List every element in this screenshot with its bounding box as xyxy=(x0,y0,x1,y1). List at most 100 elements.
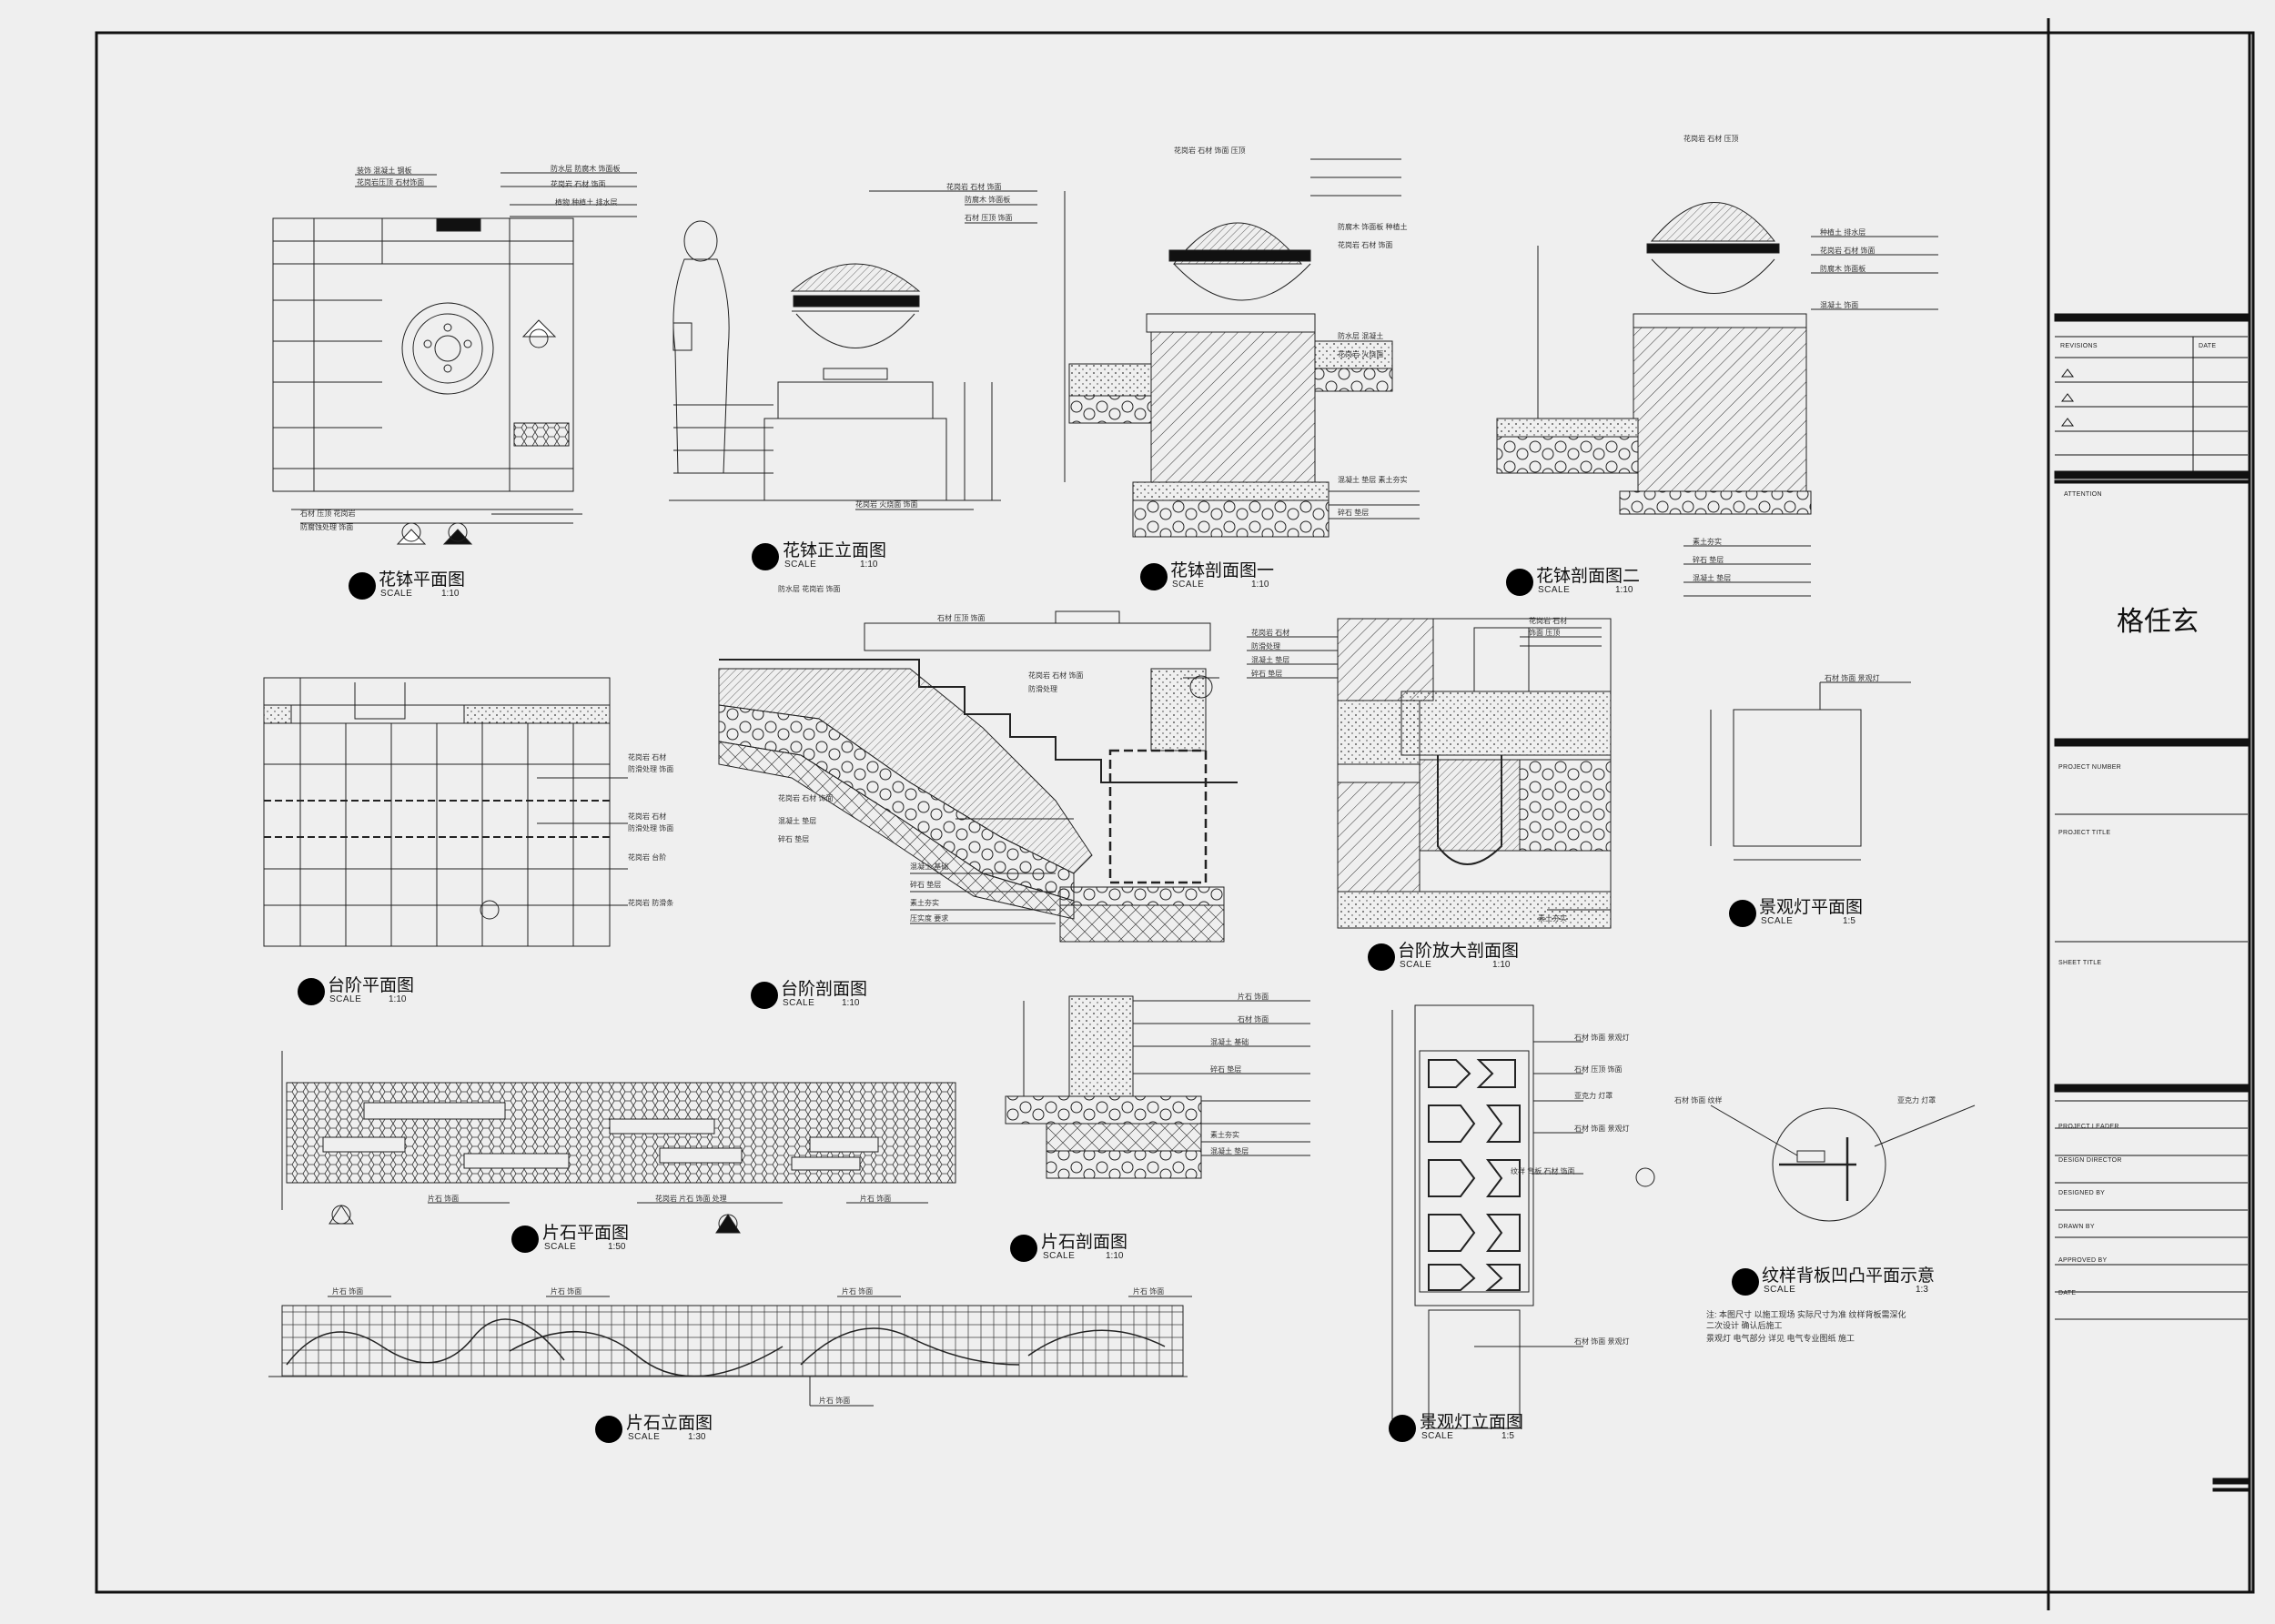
drawing-step-plan xyxy=(263,677,628,947)
scale-value-9: 1:50 xyxy=(608,1242,626,1252)
svg-text:植物 种植土 排水层: 植物 种植土 排水层 xyxy=(555,197,617,207)
scale-value-7: 1:10 xyxy=(1492,960,1511,970)
svg-text:防腐木 饰面板 种植土: 防腐木 饰面板 种植土 xyxy=(1338,222,1407,231)
scale-label-1: SCALE xyxy=(380,589,413,599)
title-marker-12 xyxy=(595,1416,622,1443)
title-marker-8 xyxy=(1729,900,1756,927)
scale-label-12: SCALE xyxy=(628,1432,661,1442)
svg-text:石材 饰面 景观灯: 石材 饰面 景观灯 xyxy=(1574,1337,1629,1346)
drawing-planter-section-1 xyxy=(1064,158,1420,538)
svg-text:花岗岩 片石 饰面 处理: 花岗岩 片石 饰面 处理 xyxy=(655,1194,727,1203)
svg-text:防腐木 饰面板: 防腐木 饰面板 xyxy=(965,195,1010,204)
tb-project-leader: PROJECT LEADER xyxy=(2058,1124,2119,1130)
svg-text:花岗岩 石材 饰面: 花岗岩 石材 饰面 xyxy=(1338,240,1392,249)
scale-value-10: 1:10 xyxy=(1106,1251,1124,1261)
svg-text:混凝土 垫层 素土夯实: 混凝土 垫层 素土夯实 xyxy=(1338,475,1407,484)
tb-revisions: REVISIONS xyxy=(2060,343,2098,349)
title-marker-2 xyxy=(752,543,779,570)
scale-value-4: 1:10 xyxy=(1615,585,1633,595)
svg-text:石材 饰面 景观灯: 石材 饰面 景观灯 xyxy=(1574,1033,1629,1042)
tb-date: DATE xyxy=(2199,343,2217,349)
svg-text:碎石 垫层: 碎石 垫层 xyxy=(778,834,809,843)
svg-text:防腐蚀处理 饰面: 防腐蚀处理 饰面 xyxy=(300,522,353,531)
title-planter-elevation: 花钵正立面图 xyxy=(783,540,887,560)
svg-text:防水层 防腐木 饰面板: 防水层 防腐木 饰面板 xyxy=(551,164,620,173)
svg-text:防滑处理 饰面: 防滑处理 饰面 xyxy=(628,823,673,832)
svg-text:饰面 压顶: 饰面 压顶 xyxy=(1529,628,1560,637)
tb-date-row: DATE xyxy=(2058,1290,2077,1296)
scale-label-7: SCALE xyxy=(1400,960,1432,970)
planter-plan-annotations: 装饰 混凝土 钢板 花岗岩压顶 石材饰面 防水层 防腐木 饰面板 花岗岩 石材 … xyxy=(300,164,620,531)
title-marker-7 xyxy=(1368,943,1395,971)
scale-value-2: 1:10 xyxy=(860,560,878,570)
tb-design-director: DESIGN DIRECTOR xyxy=(2058,1157,2122,1164)
tb-project-number: PROJECT NUMBER xyxy=(2058,764,2122,771)
tb-project-title: PROJECT TITLE xyxy=(2058,830,2111,836)
planter-elevation-annotations: 花岗岩 石材 饰面 防腐木 饰面板 石材 压顶 饰面 花岗岩 火烧面 饰面 xyxy=(855,182,1012,509)
scale-label-10: SCALE xyxy=(1043,1251,1076,1261)
title-step-enlarged-section: 台阶放大剖面图 xyxy=(1398,941,1520,961)
svg-text:片石 饰面: 片石 饰面 xyxy=(860,1194,891,1203)
svg-text:混凝土 基础: 混凝土 基础 xyxy=(1210,1037,1249,1046)
scale-value-13: 1:5 xyxy=(1502,1431,1514,1441)
scale-label-6: SCALE xyxy=(783,998,815,1008)
scale-label-13: SCALE xyxy=(1421,1431,1454,1441)
drawing-planter-elevation xyxy=(669,190,1037,510)
svg-text:片石 饰面: 片石 饰面 xyxy=(428,1194,459,1203)
svg-text:花岗岩 台阶: 花岗岩 台阶 xyxy=(628,852,666,862)
drawing-planter-plan xyxy=(272,172,637,545)
svg-text:片石 饰面: 片石 饰面 xyxy=(1238,992,1269,1001)
scale-value-3: 1:10 xyxy=(1251,580,1269,590)
title-lamp-plan: 景观灯平面图 xyxy=(1759,897,1864,917)
svg-text:石材 压顶 饰面: 石材 压顶 饰面 xyxy=(937,613,985,622)
lamp-plan-annotation: 石材 饰面 景观灯 xyxy=(1825,673,1879,682)
svg-text:花岗岩 石材 饰面: 花岗岩 石材 饰面 xyxy=(946,182,1001,191)
svg-text:防水层 混凝土: 防水层 混凝土 xyxy=(1338,331,1383,340)
svg-text:装饰 混凝土 钢板: 装饰 混凝土 钢板 xyxy=(357,166,411,175)
scale-value-8: 1:5 xyxy=(1843,916,1855,926)
svg-text:片石 饰面: 片石 饰面 xyxy=(1133,1286,1164,1296)
step-enlarged-annotations: 花岗岩 石材 饰面 压顶 花岗岩 石材 防滑处理 混凝土 垫层 碎石 垫层 素土… xyxy=(1251,616,1567,923)
svg-text:花岗岩 石材 饰面 压顶: 花岗岩 石材 饰面 压顶 xyxy=(1174,146,1246,155)
drawing-pattern-panel-plan xyxy=(1710,1105,1976,1222)
svg-text:花岗岩 火烧面: 花岗岩 火烧面 xyxy=(1338,349,1383,358)
title-block-lines xyxy=(2054,313,2249,1492)
tb-attention: ATTENTION xyxy=(2064,491,2102,498)
drawing-step-section xyxy=(718,610,1238,943)
svg-text:花岗岩 石材 饰面: 花岗岩 石材 饰面 xyxy=(778,793,833,802)
svg-text:花岗岩 石材 饰面: 花岗岩 石材 饰面 xyxy=(1820,246,1875,255)
svg-text:防滑处理 饰面: 防滑处理 饰面 xyxy=(628,764,673,773)
scale-value-5: 1:10 xyxy=(389,994,407,1004)
pattern-panel-annotations: 石材 饰面 纹样 亚克力 灯罩 xyxy=(1674,1095,1936,1105)
stone-elevation-annotations: 片石 饰面 片石 饰面 片石 饰面 片石 饰面 片石 饰面 xyxy=(332,1286,1164,1405)
svg-text:石材 压顶 花岗岩: 石材 压顶 花岗岩 xyxy=(300,509,355,518)
svg-text:素土夯实: 素土夯实 xyxy=(1693,537,1722,546)
svg-text:片石 饰面: 片石 饰面 xyxy=(842,1286,873,1296)
svg-text:混凝土 垫层: 混凝土 垫层 xyxy=(778,816,816,825)
title-marker-3 xyxy=(1140,563,1168,590)
stone-plan-annotations: 片石 饰面 花岗岩 片石 饰面 处理 片石 饰面 xyxy=(428,1194,891,1203)
tb-designed-by: DESIGNED BY xyxy=(2058,1190,2106,1196)
title-pattern-panel-plan: 纹样背板凹凸平面示意 xyxy=(1762,1266,1936,1286)
drawing-stone-plan xyxy=(281,1051,956,1234)
scale-label-2: SCALE xyxy=(784,560,817,570)
scale-value-1: 1:10 xyxy=(441,589,460,599)
svg-text:防滑处理: 防滑处理 xyxy=(1251,641,1280,651)
svg-text:亚克力 灯罩: 亚克力 灯罩 xyxy=(1897,1095,1936,1105)
title-lamp-elevation: 景观灯立面图 xyxy=(1420,1412,1524,1432)
svg-text:亚克力 灯罩: 亚克力 灯罩 xyxy=(1574,1091,1613,1100)
svg-text:石材 压顶 饰面: 石材 压顶 饰面 xyxy=(1574,1064,1622,1074)
svg-text:花岗岩 石材: 花岗岩 石材 xyxy=(1251,628,1289,637)
drawing-step-enlarged-section xyxy=(1247,618,1612,929)
svg-text:碎石 垫层: 碎石 垫层 xyxy=(1338,508,1369,517)
svg-text:石材 压顶 饰面: 石材 压顶 饰面 xyxy=(965,213,1012,222)
tb-sheet-title: SHEET TITLE xyxy=(2058,960,2102,966)
title-marker-9 xyxy=(511,1226,539,1253)
svg-text:碎石 垫层: 碎石 垫层 xyxy=(1210,1064,1241,1074)
title-marker-10 xyxy=(1010,1235,1037,1262)
title-step-plan: 台阶平面图 xyxy=(328,975,415,995)
svg-text:压实度 要求: 压实度 要求 xyxy=(910,913,948,923)
title-marker-5 xyxy=(298,978,325,1005)
scale-label-9: SCALE xyxy=(544,1242,577,1252)
